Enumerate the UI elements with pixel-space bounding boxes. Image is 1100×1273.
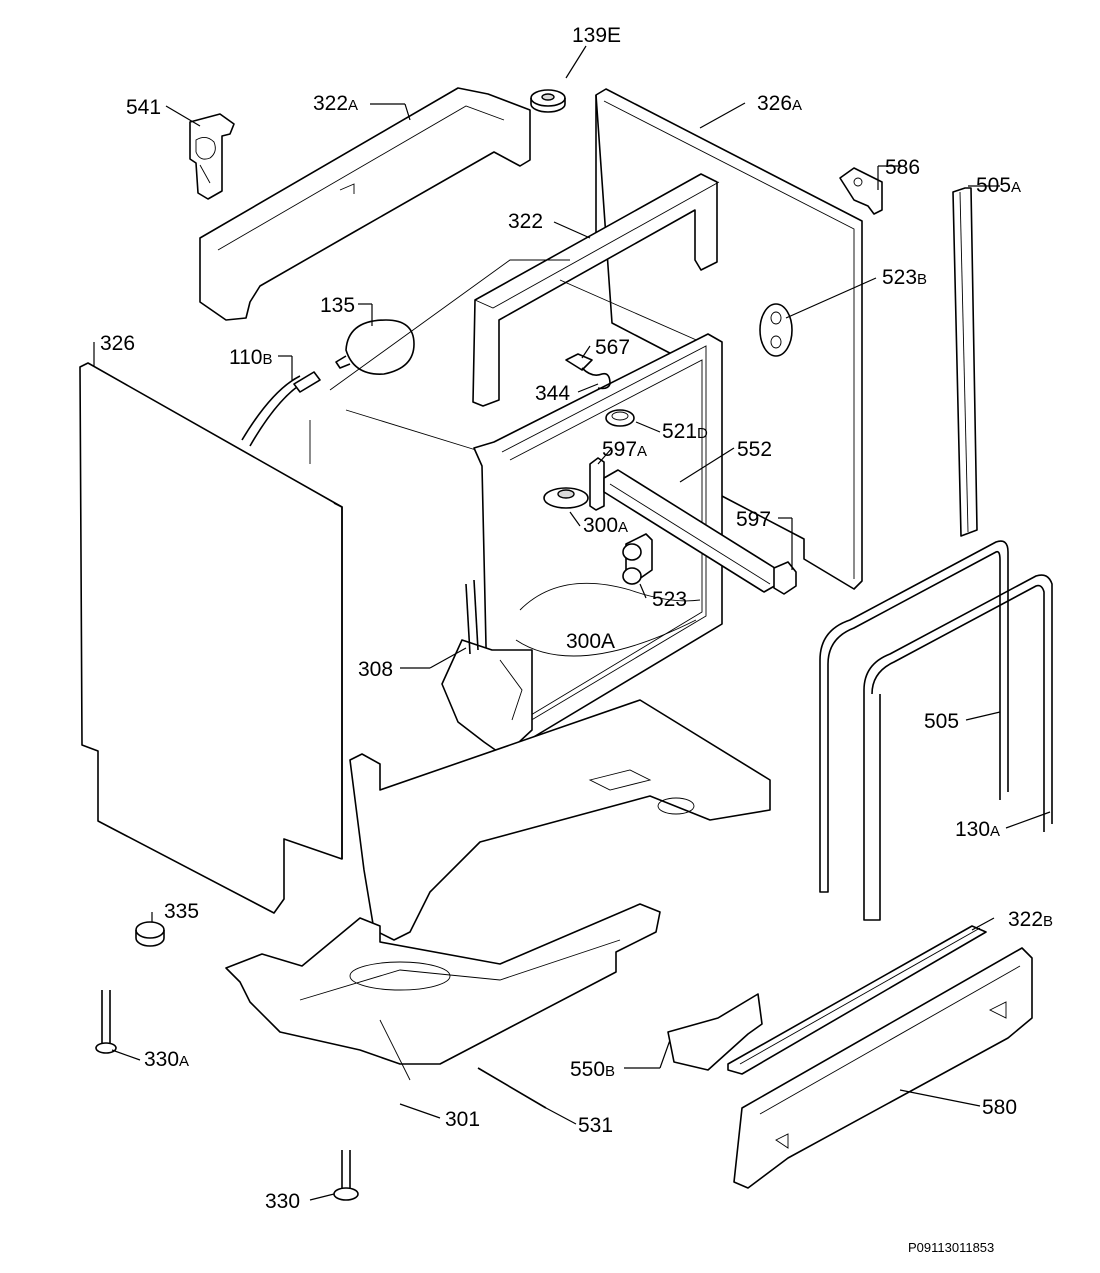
label-505a: 505A xyxy=(976,174,1021,197)
part-base-frame xyxy=(349,699,771,941)
part-521d-ring xyxy=(605,409,635,427)
label-597a: 597A xyxy=(602,438,647,461)
callout-labels: 139E 541 322A 326A 586 505A 322 523B 135… xyxy=(100,24,1053,1213)
label-135: 135 xyxy=(320,294,355,317)
label-330a: 330A xyxy=(144,1048,189,1071)
part-505a-strip xyxy=(952,187,978,537)
part-567-clip xyxy=(565,353,611,390)
part-523-grommets xyxy=(622,533,653,585)
label-552: 552 xyxy=(737,438,772,461)
part-597a-clip xyxy=(589,457,605,511)
part-300a-hub xyxy=(543,487,589,509)
label-521d: 521D xyxy=(662,420,708,443)
part-tub-outline xyxy=(309,259,711,464)
label-110b: 110B xyxy=(229,346,273,369)
label-550b: 550B xyxy=(570,1058,615,1081)
part-322-inner-frame xyxy=(472,173,720,407)
label-322b: 322B xyxy=(1008,908,1053,931)
part-580-kickplate xyxy=(733,947,1033,1189)
label-300a-mid: 300A xyxy=(566,630,615,653)
part-586-bracket xyxy=(839,167,883,215)
label-322a: 322A xyxy=(313,92,358,115)
part-550b-bracket xyxy=(667,993,763,1071)
part-326-side-panel xyxy=(79,362,343,914)
part-308-hinge xyxy=(441,579,533,757)
label-335: 335 xyxy=(164,900,199,923)
part-531-rod xyxy=(477,1067,547,1109)
part-110b-hose xyxy=(241,371,321,447)
label-326a: 326A xyxy=(757,92,802,115)
label-567: 567 xyxy=(595,336,630,359)
part-301-base-tray xyxy=(225,903,661,1081)
part-335-foot xyxy=(135,921,165,947)
part-322b-strip xyxy=(727,925,987,1075)
label-523b: 523B xyxy=(882,266,927,289)
part-322a-top-bracket xyxy=(199,87,531,321)
label-322: 322 xyxy=(508,210,543,233)
part-139e-nut xyxy=(530,89,566,113)
label-130a: 130A xyxy=(955,818,1000,841)
label-326: 326 xyxy=(100,332,135,355)
label-300a-top: 300A xyxy=(583,514,628,537)
reference-number: P09113011853 xyxy=(908,1240,994,1255)
label-580: 580 xyxy=(982,1096,1017,1119)
label-301: 301 xyxy=(445,1108,480,1131)
label-330: 330 xyxy=(265,1190,300,1213)
label-523: 523 xyxy=(652,588,687,611)
part-597-clip xyxy=(773,561,797,595)
part-523b-grommet xyxy=(759,303,793,357)
label-586: 586 xyxy=(885,156,920,179)
label-139e: 139E xyxy=(572,24,621,47)
part-130a-gasket xyxy=(863,574,1053,921)
part-330a-screw xyxy=(95,990,117,1054)
leader-lines xyxy=(93,45,1051,1201)
label-344: 344 xyxy=(535,382,570,405)
label-541: 541 xyxy=(126,96,161,119)
label-308: 308 xyxy=(358,658,393,681)
label-597: 597 xyxy=(736,508,771,531)
label-505: 505 xyxy=(924,710,959,733)
part-135-dome xyxy=(335,319,415,375)
label-531: 531 xyxy=(578,1114,613,1137)
part-541-clip xyxy=(189,113,235,200)
part-505-gasket xyxy=(819,540,1009,893)
part-330-screw xyxy=(333,1150,359,1201)
